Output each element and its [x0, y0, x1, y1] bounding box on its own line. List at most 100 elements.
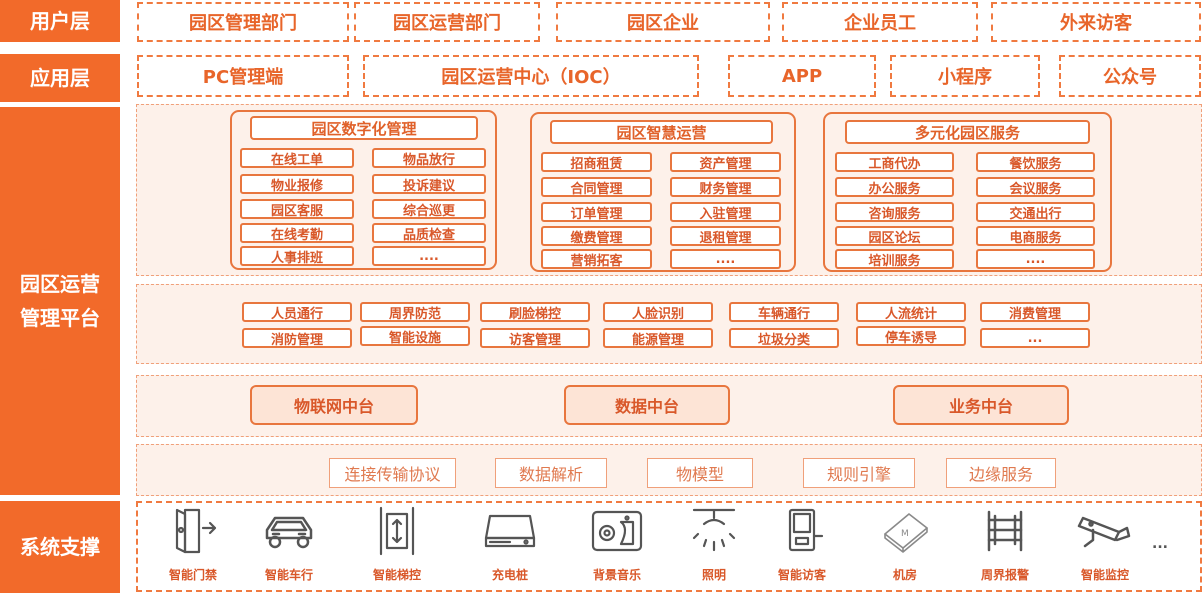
module-item: 人事排班 — [240, 246, 354, 266]
module-item-text: 招商租赁 — [570, 156, 623, 172]
smart-app-item: 刷脸梯控 — [480, 302, 590, 322]
charging-pile-icon — [484, 514, 536, 548]
module-item: 餐饮服务 — [976, 152, 1095, 172]
protocol-text: 连接传输协议 — [344, 465, 441, 484]
module-item-text: 物业报修 — [270, 178, 323, 194]
module-item-text: 交通出行 — [1009, 206, 1062, 222]
layer-label-platform-line1: 园区运营 — [20, 272, 100, 296]
device-label: 充电桩 — [491, 568, 528, 582]
protocol-text: 边缘服务 — [968, 465, 1033, 484]
module-item-text: 合同管理 — [570, 181, 623, 197]
module-item: 培训服务 — [835, 249, 954, 269]
car-icon — [265, 516, 313, 549]
smart-app-item: 智能设施 — [360, 326, 470, 346]
device-camera: 智能监控 — [1060, 506, 1150, 590]
smart-app-item: 能源管理 — [603, 328, 713, 348]
module-item-text: 会议服务 — [1009, 181, 1062, 197]
device-perimeter-alarm: 周界报警 — [960, 506, 1050, 590]
module-item-text: 投诉建议 — [402, 178, 455, 194]
app-box: 小程序 — [890, 55, 1040, 97]
module-item-text: 品质检查 — [402, 227, 455, 243]
module-item-text: 餐饮服务 — [1009, 156, 1062, 172]
smart-app-item: 消防管理 — [242, 328, 352, 348]
smart-app-text: 访客管理 — [508, 332, 561, 348]
protocol-text: 数据解析 — [518, 465, 583, 484]
smart-app-text: 智能设施 — [388, 330, 441, 346]
device-label: 智能车行 — [264, 568, 313, 582]
user-box: 外来访客 — [991, 2, 1201, 42]
user-box: 园区管理部门 — [137, 2, 349, 42]
module-item-text: 入驻管理 — [699, 206, 752, 222]
module-item: 物品放行 — [372, 148, 486, 168]
device-label: 智能访客 — [777, 568, 826, 582]
app-label: PC管理端 — [202, 67, 284, 88]
module-item: 品质检查 — [372, 223, 486, 243]
device-charging-pile: 充电桩 — [465, 506, 555, 590]
module-item-text: 财务管理 — [699, 181, 752, 197]
device-label: 机房 — [892, 568, 917, 582]
smart-app-text: ... — [1027, 330, 1043, 346]
module-item: .... — [670, 249, 781, 269]
app-label: APP — [781, 65, 823, 87]
module-item-text: 在线考勤 — [270, 227, 323, 243]
middle-platform-box: 物联网中台 — [250, 385, 418, 425]
middle-platform-text: 业务中台 — [948, 397, 1013, 416]
device-door-access: 智能门禁 — [148, 506, 238, 590]
module-item: 工商代办 — [835, 152, 954, 172]
module-item-text: 缴费管理 — [570, 230, 623, 246]
module-item: 园区客服 — [240, 199, 354, 219]
module-item-text: 资产管理 — [699, 156, 752, 172]
module-item: .... — [372, 246, 486, 266]
module-item-text: .... — [419, 248, 439, 264]
smart-app-item: 访客管理 — [480, 328, 590, 348]
module-item: 缴费管理 — [541, 226, 652, 246]
module-item-text: 退租管理 — [699, 230, 752, 246]
device-panel — [136, 501, 1202, 592]
module-item-text: 园区客服 — [270, 203, 323, 219]
layer-label-user: 用户层 — [0, 0, 120, 42]
server-room-icon: M — [884, 513, 928, 553]
module-item-text: 综合巡更 — [402, 203, 455, 219]
device-label: 周界报警 — [980, 568, 1029, 582]
visitor-terminal-icon — [788, 508, 824, 552]
module-item: 在线工单 — [240, 148, 354, 168]
smart-apps-panel — [136, 284, 1202, 364]
module-item: 财务管理 — [670, 177, 781, 197]
module-item-text: 在线工单 — [270, 152, 323, 168]
module-item: 招商租赁 — [541, 152, 652, 172]
smart-app-item: 周界防范 — [360, 302, 470, 322]
protocol-box: 连接传输协议 — [329, 458, 456, 488]
module-title-text: 多元化园区服务 — [914, 123, 1020, 142]
smart-app-text: 垃圾分类 — [757, 332, 810, 348]
smart-app-text: 刷脸梯控 — [508, 306, 561, 322]
protocol-box: 数据解析 — [495, 458, 607, 488]
layer-label-app: 应用层 — [0, 54, 120, 102]
module-item-text: 营销拓客 — [570, 253, 623, 269]
module-item: 在线考勤 — [240, 223, 354, 243]
app-label: 园区运营中心（IOC） — [441, 67, 621, 88]
module-item: .... — [976, 249, 1095, 269]
smart-app-item: ... — [980, 328, 1090, 348]
camera-icon — [1077, 516, 1131, 548]
module-item-text: 人事排班 — [270, 250, 323, 266]
user-box: 园区企业 — [556, 2, 770, 42]
svg-text:M: M — [901, 529, 909, 539]
protocol-text: 规则引擎 — [826, 465, 891, 484]
module-item: 营销拓客 — [541, 249, 652, 269]
device-label: 背景音乐 — [592, 568, 641, 582]
layer-label-support: 系统支撑 — [0, 501, 120, 593]
smart-app-text: 能源管理 — [631, 332, 684, 348]
module-item-text: 园区论坛 — [868, 230, 921, 246]
protocol-box: 边缘服务 — [946, 458, 1056, 488]
module-title-text: 园区智慧运营 — [616, 123, 707, 142]
layer-label-app-text: 应用层 — [30, 66, 90, 90]
smart-app-item: 人员通行 — [242, 302, 352, 322]
device-lamp: 照明 — [669, 506, 759, 590]
layer-label-support-text: 系统支撑 — [20, 535, 100, 559]
module-item-text: .... — [1025, 251, 1046, 267]
layer-label-user-text: 用户层 — [30, 9, 90, 33]
module-item: 投诉建议 — [372, 174, 486, 194]
user-label: 企业员工 — [844, 13, 916, 34]
middle-platform-box: 数据中台 — [564, 385, 730, 425]
device-label: 智能梯控 — [372, 568, 421, 582]
